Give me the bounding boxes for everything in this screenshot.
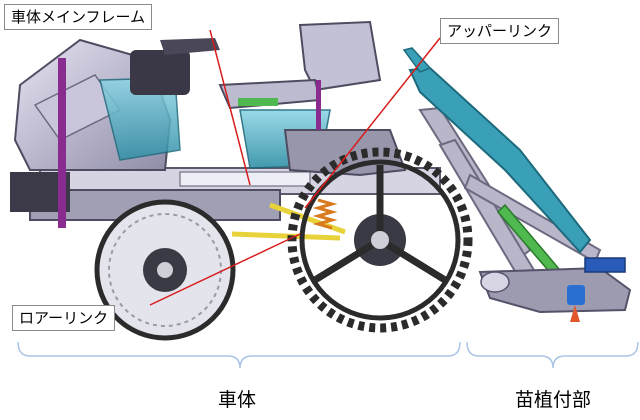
- front-purple-shaft: [58, 58, 66, 228]
- front-wheel: [94, 199, 236, 341]
- rear-lug-wheel: [287, 147, 473, 333]
- lower-link-bar: [231, 231, 341, 241]
- callout-main-frame: 車体メインフレーム: [4, 4, 153, 30]
- leader-lines: [149, 29, 441, 306]
- section-brackets: [17, 341, 639, 369]
- callout-lower-link: ロアーリンク: [12, 305, 116, 331]
- operator-seat: [218, 20, 382, 110]
- seat-purple-shaft: [316, 80, 321, 130]
- steering-column: [160, 38, 220, 55]
- suspension-spring: [312, 198, 338, 230]
- callout-upper-link: アッパーリンク: [440, 18, 560, 44]
- section-label-body: 車体: [218, 389, 257, 411]
- planting-mechanism: [478, 257, 632, 322]
- seedling-float: [402, 47, 592, 254]
- engine-hood: [13, 38, 190, 171]
- body-main-frame: [10, 167, 441, 221]
- section-label-planting: 苗植付部: [515, 389, 592, 411]
- upper-link-bar: [269, 202, 346, 235]
